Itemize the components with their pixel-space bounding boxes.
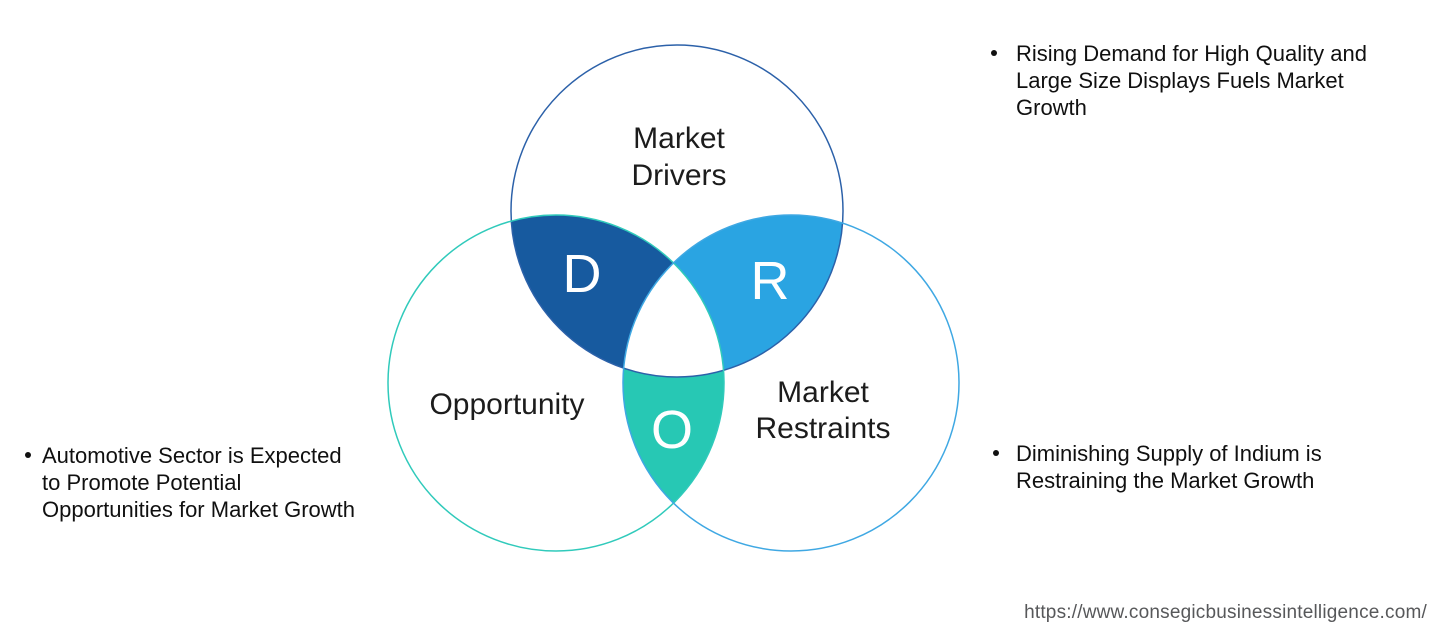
- opportunity-circle-outline: [387, 214, 725, 552]
- intersection-letter-r: R: [751, 251, 790, 311]
- opportunity-note: Automotive Sector is Expected to Promote…: [25, 442, 355, 523]
- restraints-label-line2: Restraints: [755, 412, 890, 445]
- driver-note-text: Rising Demand for High Quality and Large…: [1016, 40, 1367, 121]
- bullet-dot-icon: [991, 50, 997, 56]
- d-region-fill: [511, 215, 724, 377]
- restraint-note-line: Restraining the Market Growth: [1016, 468, 1315, 493]
- drivers-circle-outline: [510, 44, 844, 378]
- restraints-circle-outline: [622, 214, 960, 552]
- opportunity-note-line: Opportunities for Market Growth: [42, 497, 356, 522]
- restraint-note-text: Diminishing Supply of Indium is Restrain…: [1016, 440, 1322, 494]
- driver-note-line: Rising Demand for High Quality and: [1016, 41, 1367, 66]
- drivers-label-line2: Drivers: [632, 159, 727, 192]
- restraint-note: Diminishing Supply of Indium is Restrain…: [993, 440, 1322, 494]
- intersection-letter-d: D: [563, 244, 602, 304]
- opportunity-note-text: Automotive Sector is Expected to Promote…: [42, 442, 355, 523]
- drivers-label-line1: Market: [633, 122, 725, 155]
- driver-note: Rising Demand for High Quality and Large…: [991, 40, 1367, 121]
- bullet-dot-icon: [25, 452, 31, 458]
- r-region-fill: [623, 215, 843, 377]
- intersection-letter-o: O: [651, 400, 693, 460]
- bullet-dot-icon: [993, 450, 999, 456]
- drivers-opportunity-intersection: [511, 215, 724, 377]
- restraints-label-line1: Market: [777, 376, 869, 409]
- driver-note-line: Growth: [1016, 95, 1087, 120]
- opportunity-note-line: to Promote Potential: [42, 470, 242, 495]
- opportunity-note-line: Automotive Sector is Expected: [42, 443, 342, 468]
- driver-note-line: Large Size Displays Fuels Market: [1016, 68, 1344, 93]
- restraint-note-line: Diminishing Supply of Indium is: [1016, 441, 1322, 466]
- source-url: https://www.consegicbusinessintelligence…: [1024, 602, 1427, 623]
- opportunity-label: Opportunity: [429, 388, 584, 421]
- drivers-restraints-intersection: [623, 215, 843, 377]
